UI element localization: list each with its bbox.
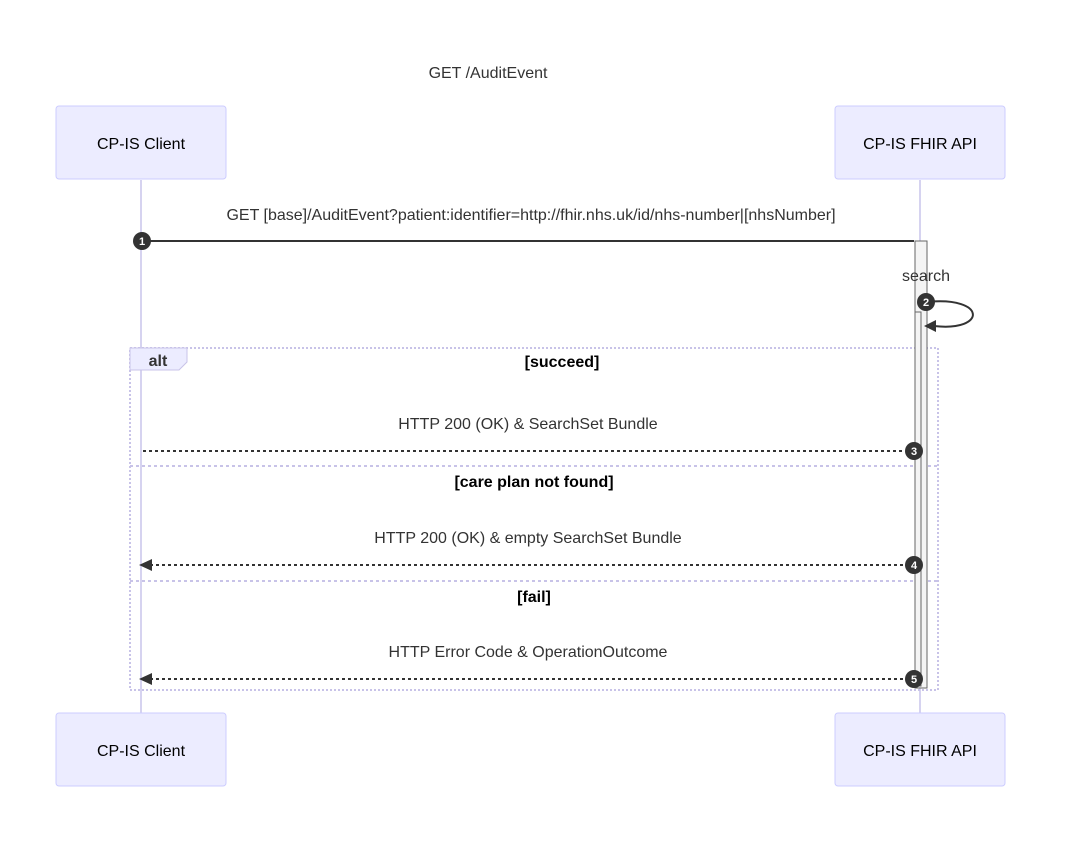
participant-client-top: CP-IS Client bbox=[55, 105, 227, 180]
sequence-number: 2 bbox=[923, 297, 929, 309]
message-label: search bbox=[902, 268, 950, 285]
diagram-title: GET /AuditEvent bbox=[429, 65, 548, 82]
sequence-number: 4 bbox=[911, 560, 918, 572]
participant-label: CP-IS FHIR API bbox=[863, 136, 977, 153]
alt-section-fail: [fail] bbox=[517, 589, 551, 606]
alt-label-box bbox=[129, 347, 188, 371]
participant-label: CP-IS Client bbox=[97, 743, 186, 760]
message-2: search 2 bbox=[902, 268, 974, 332]
message-5: HTTP Error Code & OperationOutcome 5 bbox=[139, 644, 923, 688]
message-label: HTTP 200 (OK) & empty SearchSet Bundle bbox=[374, 530, 682, 547]
message-label: GET [base]/AuditEvent?patient:identifier… bbox=[226, 207, 835, 224]
sequence-number: 5 bbox=[911, 674, 917, 686]
sequence-number-badge bbox=[905, 442, 923, 460]
message-label: HTTP Error Code & OperationOutcome bbox=[389, 644, 668, 661]
participant-api-bottom: CP-IS FHIR API bbox=[834, 712, 1006, 787]
arrowhead bbox=[139, 559, 152, 571]
participant-client-bottom: CP-IS Client bbox=[55, 712, 227, 787]
activation-bar-inner bbox=[914, 311, 922, 687]
arrowhead bbox=[139, 673, 152, 685]
sequence-number-badge bbox=[905, 670, 923, 688]
sequence-number: 1 bbox=[139, 236, 145, 248]
alt-section-succeed: [succeed] bbox=[525, 354, 600, 371]
message-label: HTTP 200 (OK) & SearchSet Bundle bbox=[398, 416, 657, 433]
message-3: HTTP 200 (OK) & SearchSet Bundle 3 bbox=[143, 416, 923, 460]
participant-label: CP-IS FHIR API bbox=[863, 743, 977, 760]
sequence-number: 3 bbox=[911, 446, 917, 458]
sequence-number-badge bbox=[133, 232, 151, 250]
participant-api-top: CP-IS FHIR API bbox=[834, 105, 1006, 180]
sequence-number-badge bbox=[917, 293, 935, 311]
participant-label: CP-IS Client bbox=[97, 136, 186, 153]
alt-section-not-found: [care plan not found] bbox=[454, 474, 613, 491]
alt-block: alt [succeed] [care plan not found] [fai… bbox=[129, 347, 939, 691]
message-1: GET [base]/AuditEvent?patient:identifier… bbox=[133, 207, 914, 250]
sequence-number-badge bbox=[905, 556, 923, 574]
alt-label: alt bbox=[149, 353, 168, 370]
arrowhead bbox=[924, 320, 936, 332]
message-4: HTTP 200 (OK) & empty SearchSet Bundle 4 bbox=[139, 530, 923, 574]
